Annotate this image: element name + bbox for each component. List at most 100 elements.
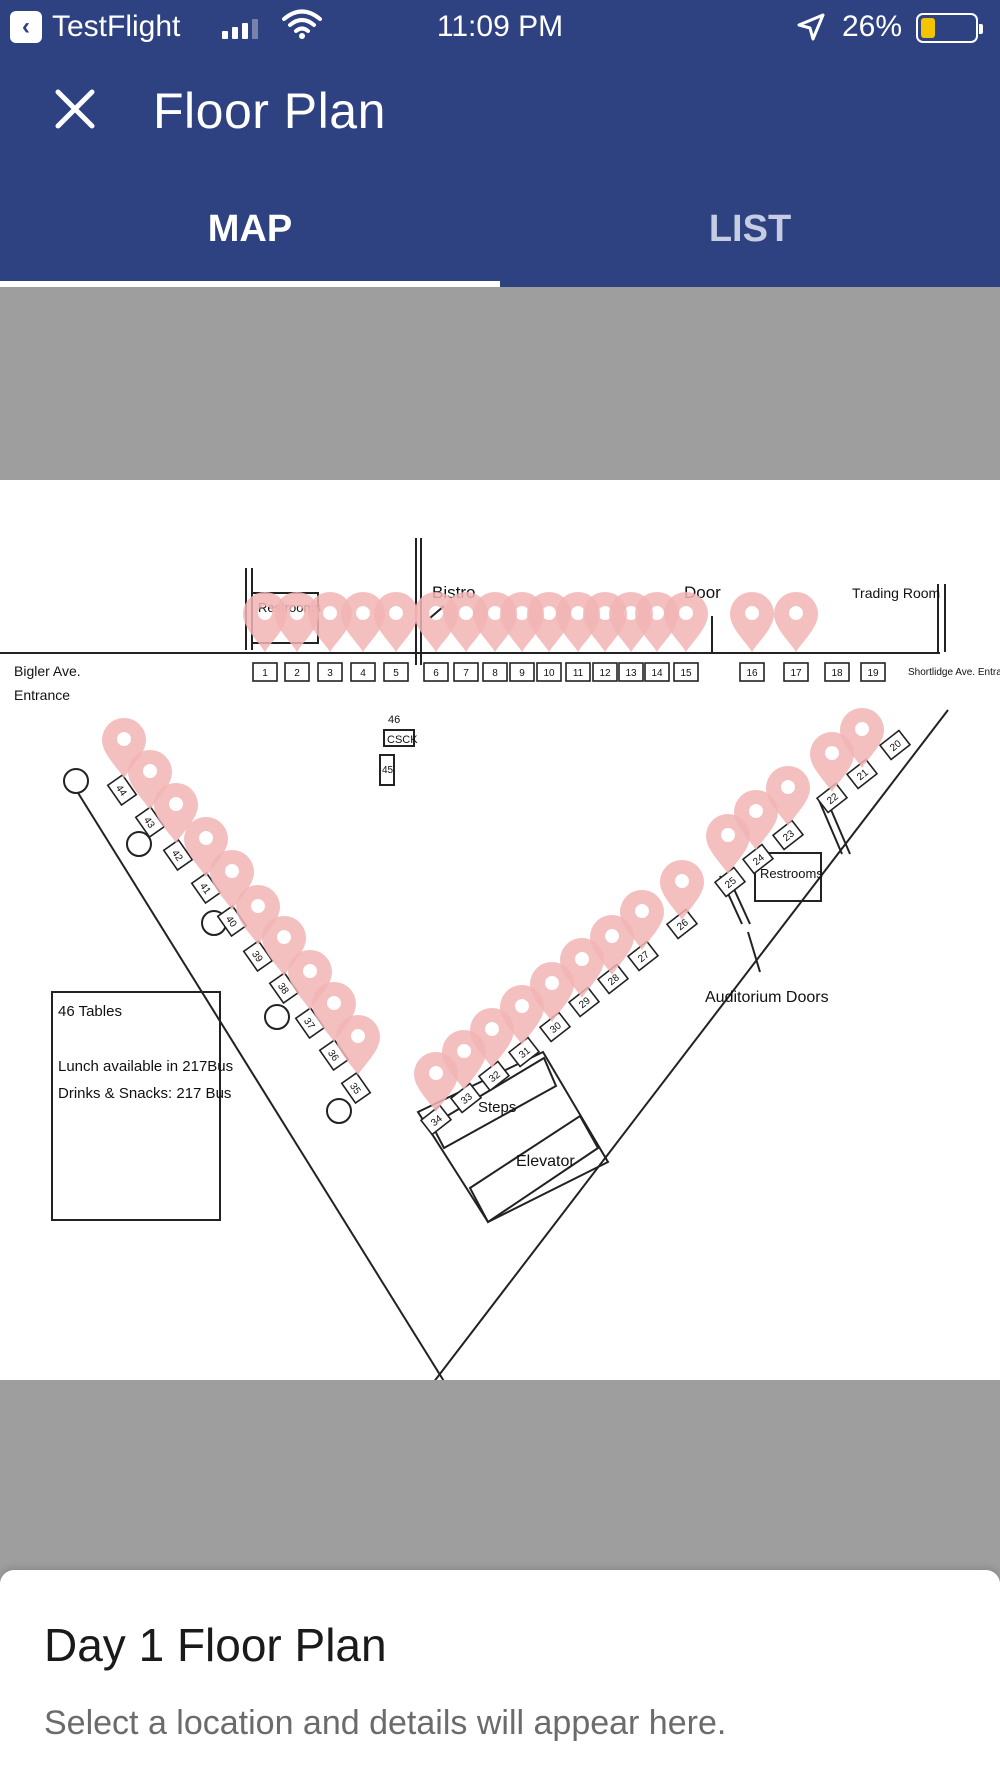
booth-table[interactable]: 35 xyxy=(340,1071,372,1105)
back-arrow-icon: ‹ xyxy=(10,11,42,43)
booth-table[interactable]: 25 xyxy=(713,866,747,898)
location-pin[interactable] xyxy=(664,592,708,652)
info-title: Day 1 Floor Plan xyxy=(44,1619,387,1671)
booth-table[interactable]: 34 xyxy=(419,1104,453,1136)
location-pin[interactable] xyxy=(734,790,778,850)
svg-text:4: 4 xyxy=(360,668,366,679)
booth-table[interactable]: 5 xyxy=(383,662,409,682)
booth-table[interactable]: 26 xyxy=(665,908,699,940)
booth-table[interactable]: 44 xyxy=(106,773,138,807)
booth-table[interactable]: 18 xyxy=(824,662,850,682)
location-pin[interactable] xyxy=(660,860,704,920)
booth-table[interactable]: 19 xyxy=(860,662,886,682)
booth-table[interactable]: 31 xyxy=(507,1036,541,1068)
booth-table[interactable]: 12 xyxy=(592,662,618,682)
tab-list-label: LIST xyxy=(708,208,792,250)
location-pin[interactable] xyxy=(341,592,385,652)
tab-bar: MAP LIST xyxy=(0,190,1000,287)
booth-table[interactable]: 2 xyxy=(284,662,310,682)
booth-table[interactable]: 3 xyxy=(317,662,343,682)
svg-text:10: 10 xyxy=(543,668,555,679)
back-to-app[interactable]: ‹ TestFlight xyxy=(10,10,180,44)
map-label-auditorium-doors: Auditorium Doors xyxy=(705,989,829,1006)
booth-table[interactable]: 10 xyxy=(536,662,562,682)
booth-table[interactable]: 4 xyxy=(350,662,376,682)
close-button[interactable] xyxy=(50,84,100,134)
svg-text:3: 3 xyxy=(327,668,333,679)
booth-table[interactable]: 23 xyxy=(771,819,805,851)
svg-text:12: 12 xyxy=(599,668,611,679)
location-info-sheet[interactable]: Day 1 Floor Plan Select a location and d… xyxy=(0,1570,1000,1778)
booth-table[interactable]: 16 xyxy=(739,662,765,682)
location-pin[interactable] xyxy=(275,592,319,652)
map-label-elevator: Elevator xyxy=(516,1153,575,1170)
map-label-steps: Steps xyxy=(478,1099,516,1116)
booth-table[interactable]: 28 xyxy=(596,963,630,995)
booth-table[interactable]: 11 xyxy=(565,662,591,682)
booth-table[interactable]: 17 xyxy=(783,662,809,682)
location-pin[interactable] xyxy=(336,1015,380,1075)
location-pin[interactable] xyxy=(706,814,750,874)
booth-table[interactable]: 22 xyxy=(815,782,849,814)
booth-table[interactable]: 42 xyxy=(162,838,194,872)
booth-table[interactable]: 6 xyxy=(423,662,449,682)
booth-table[interactable]: 27 xyxy=(626,940,660,972)
location-pin[interactable] xyxy=(470,1008,514,1068)
location-pin[interactable] xyxy=(810,732,854,792)
location-pin[interactable] xyxy=(560,938,604,998)
floor-plan-drawing[interactable]: Restrooms Bistro Door Trading Room Bigle… xyxy=(0,480,1000,1380)
svg-text:18: 18 xyxy=(831,668,843,679)
booth-table[interactable]: 15 xyxy=(673,662,699,682)
map-area[interactable]: Restrooms Bistro Door Trading Room Bigle… xyxy=(0,287,1000,1567)
status-bar: ‹ TestFlight 11:09 PM 26% xyxy=(0,0,1000,56)
booth-table[interactable]: 7 xyxy=(453,662,479,682)
booth-table[interactable]: 1 xyxy=(252,662,278,682)
svg-text:19: 19 xyxy=(867,668,879,679)
location-pin[interactable] xyxy=(500,985,544,1045)
tab-map[interactable]: MAP xyxy=(0,190,500,287)
location-pin[interactable] xyxy=(840,708,884,768)
booth-table[interactable]: 24 xyxy=(741,843,775,875)
booth-table[interactable]: 39 xyxy=(242,939,274,973)
location-pin[interactable] xyxy=(766,766,810,826)
location-pin[interactable] xyxy=(243,592,287,652)
status-time: 11:09 PM xyxy=(436,10,564,43)
svg-text:45: 45 xyxy=(382,765,394,776)
app-header: ‹ TestFlight 11:09 PM 26% Floor Plan M xyxy=(0,0,1000,287)
booth-table[interactable]: 8 xyxy=(482,662,508,682)
booth-table[interactable]: 21 xyxy=(845,758,879,790)
location-pin[interactable] xyxy=(442,1030,486,1090)
map-label-trading-room: Trading Room xyxy=(852,585,940,601)
svg-text:11: 11 xyxy=(573,668,584,679)
svg-text:8: 8 xyxy=(492,668,498,679)
map-label-bigler: Bigler Ave. xyxy=(14,663,81,679)
booth-table[interactable]: 14 xyxy=(644,662,670,682)
svg-text:6: 6 xyxy=(433,668,439,679)
location-pin[interactable] xyxy=(620,890,664,950)
booth-table[interactable]: 36 xyxy=(318,1038,350,1072)
back-app-label: TestFlight xyxy=(52,10,181,43)
close-icon xyxy=(55,89,95,129)
location-pin[interactable] xyxy=(374,592,418,652)
location-pin[interactable] xyxy=(730,592,774,652)
booth-table[interactable]: 20 xyxy=(878,729,912,761)
tab-list[interactable]: LIST xyxy=(500,190,1000,287)
booth-table[interactable]: 32 xyxy=(477,1060,511,1092)
booth-table[interactable]: 40 xyxy=(216,904,248,938)
legend-lunch: Lunch available in 217Bus xyxy=(58,1058,233,1075)
map-label-entrance: Entrance xyxy=(14,687,70,703)
floor-plan-map[interactable]: Restrooms Bistro Door Trading Room Bigle… xyxy=(0,480,1000,1380)
location-pin[interactable] xyxy=(530,962,574,1022)
booth-table[interactable]: 33 xyxy=(449,1082,483,1114)
booth-table[interactable]: 13 xyxy=(618,662,644,682)
booth-table[interactable]: 29 xyxy=(567,986,601,1018)
svg-text:9: 9 xyxy=(519,668,525,679)
location-pin[interactable] xyxy=(308,592,352,652)
location-pin[interactable] xyxy=(774,592,818,652)
map-label-shortlidge: Shortlidge Ave. Entrance xyxy=(908,667,1000,678)
booth-table[interactable]: 9 xyxy=(509,662,535,682)
location-pin[interactable] xyxy=(414,1052,458,1112)
location-pin[interactable] xyxy=(590,915,634,975)
booth-table[interactable]: 30 xyxy=(538,1011,572,1043)
